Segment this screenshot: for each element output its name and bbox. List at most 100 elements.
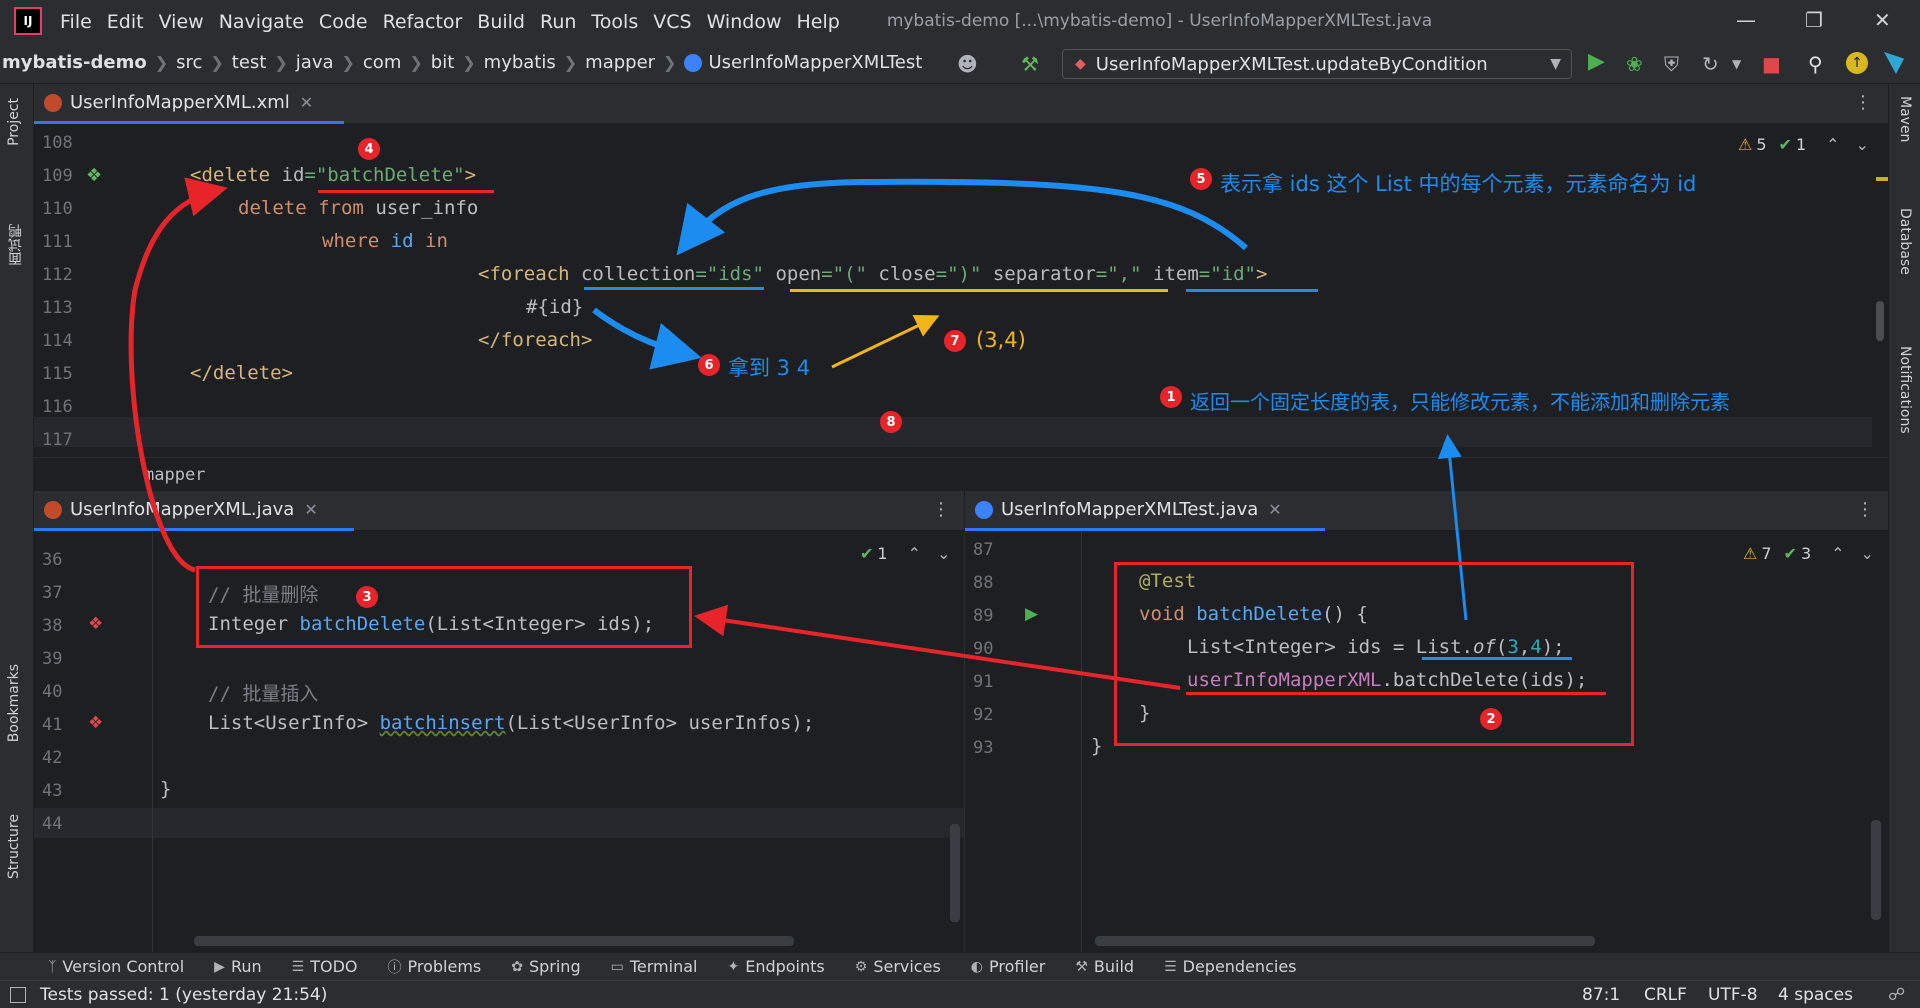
inspection-widget[interactable]: ⚠5 ✔1 ⌃ ⌄: [1738, 135, 1869, 154]
menu-help[interactable]: Help: [796, 11, 840, 33]
right-hscrollbar-thumb[interactable]: [1095, 936, 1595, 946]
line-number: 93: [973, 738, 994, 758]
tool-run[interactable]: ▶Run: [214, 957, 261, 976]
menu-code[interactable]: Code: [318, 11, 368, 33]
line-number: 90: [973, 639, 994, 659]
next-highlight-icon[interactable]: ⌄: [1860, 544, 1874, 563]
left-scrollbar-thumb[interactable]: [950, 824, 960, 922]
caret-position[interactable]: 87:1: [1582, 985, 1621, 1005]
annotation-layer: [128, 177, 1468, 690]
menu-edit[interactable]: Edit: [106, 11, 144, 33]
breadcrumb-bit[interactable]: bit: [430, 52, 455, 73]
close-tab-icon[interactable]: ✕: [304, 500, 318, 519]
notifications-tool-button[interactable]: Notifications: [1897, 346, 1913, 434]
close-window-icon[interactable]: ✕: [1874, 8, 1891, 32]
breadcrumb-java[interactable]: java: [295, 52, 334, 73]
breadcrumb-mapper[interactable]: mapper: [585, 52, 656, 73]
profile-icon[interactable]: ↻: [1702, 52, 1719, 76]
stop-icon[interactable]: ■: [1762, 52, 1781, 76]
breadcrumb-src[interactable]: src: [176, 52, 203, 73]
breadcrumb-class[interactable]: UserInfoMapperXMLTest: [708, 52, 923, 73]
menu-vcs[interactable]: VCS: [653, 11, 692, 33]
tool-label: Endpoints: [745, 957, 825, 976]
prev-highlight-icon[interactable]: ⌃: [907, 544, 921, 563]
tool-todo[interactable]: ☰TODO: [292, 957, 358, 976]
right-editor[interactable]: 87 88 89 90 91 92 93 ▶ @Test void batchD…: [964, 532, 1888, 952]
breadcrumb-test[interactable]: test: [231, 52, 267, 73]
prev-highlight-icon[interactable]: ⌃: [1826, 135, 1840, 154]
more-tabs-icon[interactable]: ⋮: [1856, 499, 1874, 520]
close-tab-icon[interactable]: ✕: [299, 93, 314, 112]
breadcrumb-project[interactable]: mybatis-demo: [2, 52, 147, 73]
debug-icon[interactable]: ❀: [1626, 52, 1643, 76]
mapper-bird-icon[interactable]: ❖: [88, 614, 104, 634]
lock-icon[interactable]: ☍: [1888, 985, 1906, 1005]
breadcrumb-mybatis[interactable]: mybatis: [483, 52, 556, 73]
menu-run[interactable]: Run: [539, 11, 577, 33]
inspection-widget[interactable]: ⚠7 ✔3 ⌃ ⌄: [1743, 544, 1874, 563]
minimize-icon[interactable]: —: [1736, 8, 1756, 32]
tool-build[interactable]: ⚒Build: [1075, 957, 1134, 976]
build-hammer-icon[interactable]: ⚒: [1021, 52, 1039, 76]
tool-label: Spring: [528, 957, 581, 976]
tool-services[interactable]: ⚙Services: [855, 957, 941, 976]
run-test-gutter-icon[interactable]: ▶: [1025, 604, 1039, 624]
database-tool-button[interactable]: Database: [1897, 208, 1913, 275]
run-configuration-select[interactable]: ◆ UserInfoMapperXMLTest.updateByConditio…: [1062, 49, 1572, 79]
xml-breadcrumb[interactable]: mapper: [144, 465, 206, 485]
update-icon[interactable]: ↑: [1846, 52, 1868, 74]
class-icon: [975, 500, 993, 519]
tab-userinfomapperxml-xml[interactable]: UserInfoMapperXML.xml ✕: [34, 84, 344, 124]
mapper-bird-icon[interactable]: ❖: [88, 713, 104, 733]
restore-icon[interactable]: ❐: [1805, 8, 1823, 32]
tool-profiler[interactable]: ◐Profiler: [971, 957, 1046, 976]
tool-terminal[interactable]: ▭Terminal: [611, 957, 698, 976]
left-editor-tabbar: UserInfoMapperXML.java ✕ ⋮: [34, 491, 964, 531]
mapper-bird-icon[interactable]: ❖: [86, 165, 103, 186]
tab-userinfomapperxmltest-java[interactable]: UserInfoMapperXMLTest.java ✕: [965, 491, 1325, 531]
next-highlight-icon[interactable]: ⌄: [1855, 135, 1869, 154]
right-scrollbar-thumb[interactable]: [1871, 820, 1881, 920]
left-hscrollbar-thumb[interactable]: [194, 936, 794, 946]
prev-highlight-icon[interactable]: ⌃: [1831, 544, 1845, 563]
tool-spring[interactable]: ✿Spring: [511, 957, 580, 976]
user-icon[interactable]: ☻: [957, 52, 978, 76]
run-configuration-label: UserInfoMapperXMLTest.updateByCondition: [1095, 53, 1488, 75]
menu-navigate[interactable]: Navigate: [218, 11, 304, 33]
tab-userinfomapperxml-java[interactable]: UserInfoMapperXML.java ✕: [34, 491, 354, 531]
more-tabs-icon[interactable]: ⋮: [1854, 92, 1872, 113]
more-run-chevron-icon[interactable]: ▼: [1732, 57, 1742, 71]
left-editor[interactable]: 36 37 38 39 40 41 42 43 44 ❖ ❖ // 批量删除 I…: [34, 532, 964, 952]
tool-endpoints[interactable]: ✦Endpoints: [727, 957, 824, 976]
search-icon[interactable]: ⚲: [1808, 52, 1823, 76]
menu-tools[interactable]: Tools: [591, 11, 639, 33]
menu-view[interactable]: View: [158, 11, 204, 33]
tab-label: UserInfoMapperXML.java: [70, 499, 295, 520]
status-message[interactable]: Tests passed: 1 (yesterday 21:54): [40, 984, 328, 1005]
tool-dependencies[interactable]: ☰Dependencies: [1164, 957, 1296, 976]
menu-window[interactable]: Window: [706, 11, 782, 33]
next-highlight-icon[interactable]: ⌄: [937, 544, 951, 563]
inspection-widget[interactable]: ✔1 ⌃ ⌄: [860, 544, 950, 563]
xml-file-icon: [44, 93, 62, 112]
coverage-icon[interactable]: ⛨: [1664, 52, 1679, 76]
menu-refactor[interactable]: Refactor: [382, 11, 463, 33]
left-tool-window-bar: Project 面试鸭 Bookmarks Structure: [0, 84, 34, 952]
top-scrollbar[interactable]: [1872, 125, 1888, 457]
tool-windows-toggle-icon[interactable]: [10, 987, 26, 1003]
breadcrumb-com[interactable]: com: [362, 52, 402, 73]
maven-tool-button[interactable]: Maven: [1897, 96, 1913, 143]
redbox-interface-method: [196, 566, 692, 648]
menu-file[interactable]: File: [60, 11, 92, 33]
indent-setting[interactable]: 4 spaces: [1778, 985, 1853, 1005]
navigation-bar: mybatis-demo❯ src❯ test❯ java❯ com❯ bit❯…: [0, 42, 1920, 84]
file-encoding[interactable]: UTF-8: [1708, 985, 1758, 1005]
run-icon[interactable]: ▶: [1588, 49, 1605, 74]
more-tabs-icon[interactable]: ⋮: [932, 499, 950, 520]
line-separator[interactable]: CRLF: [1644, 985, 1687, 1005]
menu-build[interactable]: Build: [477, 11, 525, 33]
annotation-badge-8: 8: [880, 411, 902, 433]
close-tab-icon[interactable]: ✕: [1268, 500, 1282, 519]
